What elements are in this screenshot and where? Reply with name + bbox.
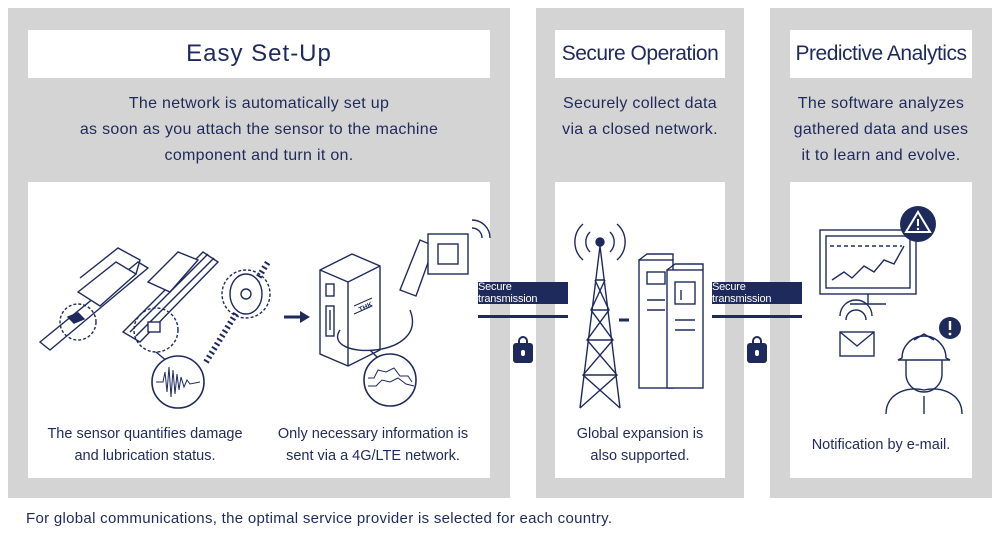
arrow-right-icon bbox=[284, 311, 310, 323]
secure-transmission-label-2: Secure transmission bbox=[712, 281, 802, 305]
caption-line: Only necessary information is bbox=[277, 426, 469, 442]
secure-transmission-text: Secure transmission bbox=[478, 281, 538, 305]
network-caption: Only necessary information is sent via a… bbox=[258, 423, 488, 467]
secure-transmission-text: Secure transmission bbox=[712, 281, 772, 305]
secure-operation-title-text: Secure Operation bbox=[561, 42, 719, 65]
sensor-caption: The sensor quantifies damage and lubrica… bbox=[32, 423, 258, 467]
monitor-alert-worker-illustration bbox=[819, 206, 963, 415]
desc-line: Securely collect data bbox=[563, 95, 717, 112]
linear-guide-sensors-illustration bbox=[38, 247, 271, 409]
desc-line: The software analyzes bbox=[797, 95, 965, 112]
caption-line: The sensor quantifies damage bbox=[47, 426, 243, 442]
caption-line: sent via a 4G/LTE network. bbox=[286, 448, 460, 464]
easy-setup-title: Easy Set-Up bbox=[28, 30, 490, 78]
desc-line: The network is automatically set up bbox=[128, 95, 390, 112]
gateway-device-illustration: THK bbox=[319, 219, 491, 407]
predictive-analytics-title: Predictive Analytics bbox=[790, 30, 972, 78]
desc-line: it to learn and evolve. bbox=[801, 147, 961, 164]
predictive-analytics-description: The software analyzes gathered data and … bbox=[774, 91, 988, 169]
lock-icon bbox=[513, 336, 533, 363]
caption-line: Global expansion is bbox=[576, 426, 704, 442]
caption-line: and lubrication status. bbox=[74, 448, 216, 464]
email-notification-caption: Notification by e-mail. bbox=[790, 434, 972, 456]
transmission-line-1 bbox=[478, 315, 568, 318]
easy-setup-description: The network is automatically set up as s… bbox=[28, 91, 490, 169]
caption-line: Notification by e-mail. bbox=[811, 437, 951, 453]
transmission-line-2 bbox=[712, 315, 802, 318]
secure-transmission-label-1: Secure transmission bbox=[478, 281, 568, 305]
desc-line: via a closed network. bbox=[562, 121, 718, 138]
easy-setup-title-text: Easy Set-Up bbox=[186, 40, 332, 67]
footer-note: For global communications, the optimal s… bbox=[26, 510, 613, 527]
easy-setup-illustration-box bbox=[28, 182, 490, 478]
global-expansion-caption: Global expansion is also supported. bbox=[555, 423, 725, 467]
secure-operation-title: Secure Operation bbox=[555, 30, 725, 78]
lock-icon bbox=[747, 336, 767, 363]
predictive-analytics-title-text: Predictive Analytics bbox=[795, 42, 967, 65]
desc-line: component and turn it on. bbox=[164, 147, 354, 164]
cell-tower-server-illustration bbox=[574, 223, 704, 409]
desc-line: as soon as you attach the sensor to the … bbox=[79, 121, 439, 138]
desc-line: gathered data and uses bbox=[793, 121, 969, 138]
secure-operation-description: Securely collect data via a closed netwo… bbox=[540, 91, 740, 143]
caption-line: also supported. bbox=[590, 448, 690, 464]
